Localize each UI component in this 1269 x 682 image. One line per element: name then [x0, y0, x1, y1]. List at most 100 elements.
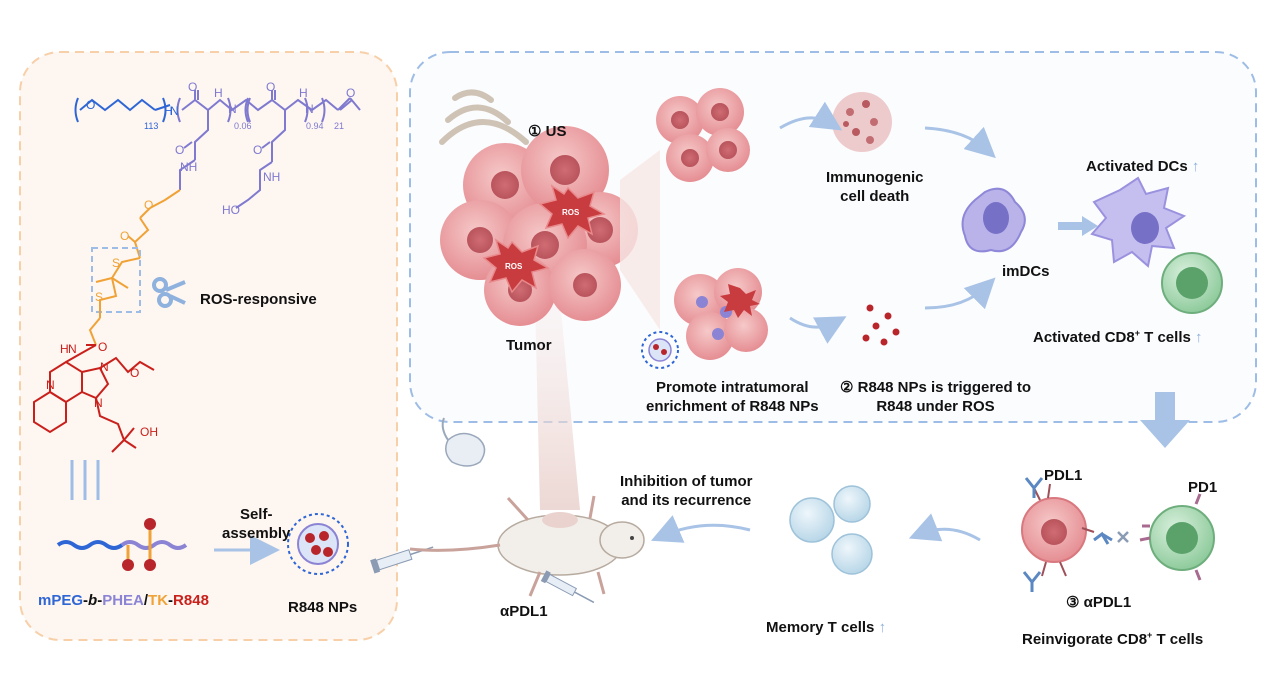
flow-arrows	[779, 101, 1082, 344]
imdcs-label: imDCs	[1002, 263, 1050, 280]
activated-dcs-text: Activated DCs	[1086, 158, 1188, 175]
chem-o-atom: O	[346, 86, 356, 100]
arrow-to-memory	[908, 513, 981, 542]
memory-t-label: Memory T cells ↑	[766, 618, 886, 637]
ros-burst-icon	[482, 238, 550, 294]
polymer-chain-icon	[56, 518, 188, 571]
formula-tk: TK	[148, 592, 169, 609]
memory-t-cells-icon	[789, 485, 873, 575]
formula-b: b	[88, 592, 98, 609]
arrow-to-activated	[1082, 216, 1098, 236]
chem-o-atom: O	[130, 366, 140, 380]
chem-o-atom: O	[188, 80, 198, 94]
immunogenic-line2: cell death	[840, 188, 910, 205]
syringe-icon	[540, 570, 595, 604]
pdl1-label: PDL1	[1044, 467, 1083, 484]
immunogenic-line1: Immunogenic	[826, 169, 924, 186]
ros-responsive-label: ROS-responsive	[200, 291, 317, 308]
process-panel	[409, 51, 1257, 423]
dead-cell-icon	[832, 92, 892, 152]
chem-n-atom: N	[68, 342, 77, 356]
immunogenic-label: Immunogenic cell death	[826, 168, 924, 206]
antibody-icon	[1022, 477, 1113, 592]
chem-o-atom: O	[120, 229, 130, 243]
down-arrow	[1140, 392, 1190, 448]
increase-arrow-icon: ↑	[1195, 329, 1203, 346]
tumor-cell-pdl1-icon	[1021, 483, 1095, 577]
chem-subscript-006: 0.06	[234, 121, 252, 131]
chemical-structure	[33, 90, 361, 453]
ros-burst-icon	[538, 184, 606, 240]
activated-cd8-text: Activated CD8	[1033, 329, 1135, 346]
activated-cd8-tail: T cells	[1139, 329, 1191, 346]
tumor-cluster-icon	[656, 88, 750, 182]
activated-dendritic-cell-icon	[1090, 176, 1187, 268]
formula-dash: -	[168, 592, 174, 609]
chem-nh-group: NH	[263, 170, 281, 184]
polymer-formula: mPEG-b-PHEA/TK-R848	[38, 592, 209, 609]
increase-arrow-icon: ↑	[1191, 158, 1200, 175]
scissors-icon	[152, 277, 186, 308]
chem-oh-group: OH	[140, 425, 158, 439]
chem-n-atom: N	[305, 102, 314, 116]
self-assembly-label: Self-assembly	[222, 505, 290, 543]
reinvigorate-tail: T cells	[1152, 631, 1204, 648]
activated-cd8-sup: +	[1134, 328, 1140, 338]
arrow-to-mouse	[650, 515, 751, 543]
chem-subscript-094: 0.94	[306, 121, 324, 131]
chem-h-atom: H	[60, 342, 69, 356]
blocked-x-icon	[1117, 531, 1129, 543]
chem-subscript-21: 21	[334, 121, 345, 131]
chem-s-atom: S	[112, 256, 121, 270]
formula-mpeg: mPEG	[38, 592, 84, 609]
chem-o-atom: O	[175, 143, 185, 157]
cd8-t-cell-icon	[1161, 252, 1223, 314]
inhibition-line1: Inhibition of tumor	[620, 473, 753, 490]
chem-n-atom: N	[228, 102, 237, 116]
chem-subscript-113: 113	[144, 121, 159, 131]
nanoparticle-small-icon	[641, 331, 679, 369]
pd1-label: PD1	[1188, 479, 1218, 496]
self-assembly-line2: assembly	[222, 525, 291, 542]
ultrasound-probe-icon	[441, 417, 486, 467]
formula-dash: -	[83, 592, 89, 609]
chem-o-atom: O	[144, 198, 154, 212]
nanoparticle-icon	[287, 513, 349, 575]
mouse-icon	[409, 495, 645, 597]
chem-s-atom: S	[95, 290, 104, 304]
inhibition-line2: and its recurrence	[621, 492, 752, 509]
inhibition-label: Inhibition of tumor and its recurrence	[620, 472, 752, 510]
r848-nps-label: R848 NPs	[288, 599, 358, 616]
zoom-cone	[620, 150, 660, 330]
immature-dendritic-cell-icon	[961, 187, 1026, 253]
formula-slash: /	[143, 592, 149, 609]
chem-ho-group: HO	[222, 203, 240, 217]
chem-h-atom: H	[214, 86, 223, 100]
reinvigorate-text: Reinvigorate CD8	[1022, 631, 1148, 648]
promote-line2: enrichment of R848 NPs	[646, 398, 819, 415]
triggered-line1: ② R848 NPs is triggered to	[840, 379, 1032, 396]
increase-arrow-icon: ↑	[878, 619, 887, 636]
ros-burst-label: ROS	[562, 208, 580, 217]
self-assembly-line1: Self-	[239, 506, 273, 523]
chem-h-atom: H	[164, 104, 173, 118]
chem-o-atom: O	[98, 340, 108, 354]
reinvigorate-sup: +	[1147, 630, 1153, 640]
triggered-line2: R848 under ROS	[876, 398, 995, 415]
activated-cd8-label: Activated CD8+ T cells ↑	[1033, 324, 1203, 347]
memory-t-text: Memory T cells	[766, 619, 875, 636]
reinvigorate-label: Reinvigorate CD8+ T cells	[1022, 626, 1203, 649]
tumor-label: Tumor	[506, 337, 552, 354]
triggered-label: ② R848 NPs is triggered to R848 under ROS	[840, 378, 1031, 416]
chem-o-atom: O	[266, 80, 276, 94]
r848-molecules	[862, 304, 900, 346]
tumor-np-cluster-icon	[674, 268, 768, 360]
chemistry-panel	[19, 51, 398, 641]
chem-n-atom: N	[94, 396, 103, 410]
chem-n-atom: N	[100, 360, 109, 374]
ultrasound-waves-icon	[439, 89, 529, 145]
formula-dash: -	[97, 592, 103, 609]
ros-burst-label: ROS	[505, 262, 523, 271]
